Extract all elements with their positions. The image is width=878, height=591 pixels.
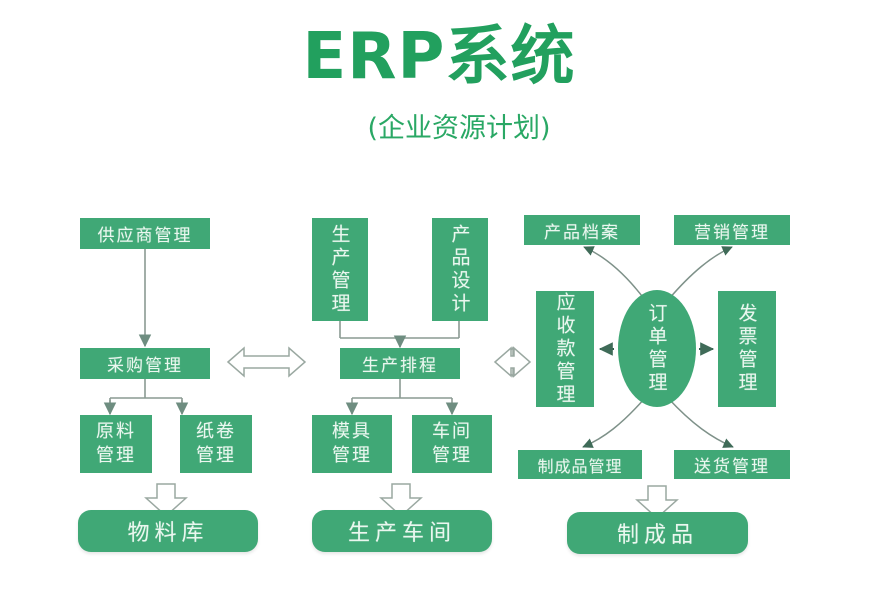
page-subtitle: (企业资源计划) bbox=[367, 113, 551, 144]
double-arrow-schedule-receivable bbox=[495, 346, 531, 378]
node-finished-goods[interactable]: 制成品 bbox=[567, 512, 748, 554]
node-production-schedule[interactable]: 生产排程 bbox=[340, 348, 460, 379]
node-invoice-mgmt[interactable]: 发票管理 bbox=[718, 291, 776, 407]
node-mould-mgmt[interactable]: 模具 管理 bbox=[312, 415, 392, 473]
node-product-archive[interactable]: 产品档案 bbox=[524, 215, 640, 245]
double-arrow-purchase-schedule bbox=[226, 346, 307, 378]
node-product-design[interactable]: 产品设计 bbox=[432, 218, 488, 321]
node-material-warehouse[interactable]: 物料库 bbox=[78, 510, 258, 552]
node-receivable-mgmt[interactable]: 应收款管理 bbox=[536, 291, 594, 407]
node-delivery-mgmt[interactable]: 送货管理 bbox=[674, 450, 790, 479]
node-raw-material-mgmt[interactable]: 原料 管理 bbox=[80, 415, 152, 473]
page-title: ERP系统 bbox=[302, 20, 576, 94]
node-purchase-mgmt[interactable]: 采购管理 bbox=[80, 348, 210, 379]
node-production-workshop[interactable]: 生产车间 bbox=[312, 510, 492, 552]
node-workshop-mgmt[interactable]: 车间 管理 bbox=[412, 415, 492, 473]
node-supplier-mgmt[interactable]: 供应商管理 bbox=[80, 218, 210, 249]
node-marketing-mgmt[interactable]: 营销管理 bbox=[674, 215, 790, 245]
node-production-mgmt[interactable]: 生产管理 bbox=[312, 218, 368, 321]
double-arrow-schedule-order bbox=[493, 346, 532, 378]
node-finished-goods-mgmt[interactable]: 制成品管理 bbox=[518, 450, 642, 479]
node-paper-roll-mgmt[interactable]: 纸卷 管理 bbox=[180, 415, 252, 473]
node-order-mgmt[interactable]: 订单管理 bbox=[618, 290, 696, 407]
